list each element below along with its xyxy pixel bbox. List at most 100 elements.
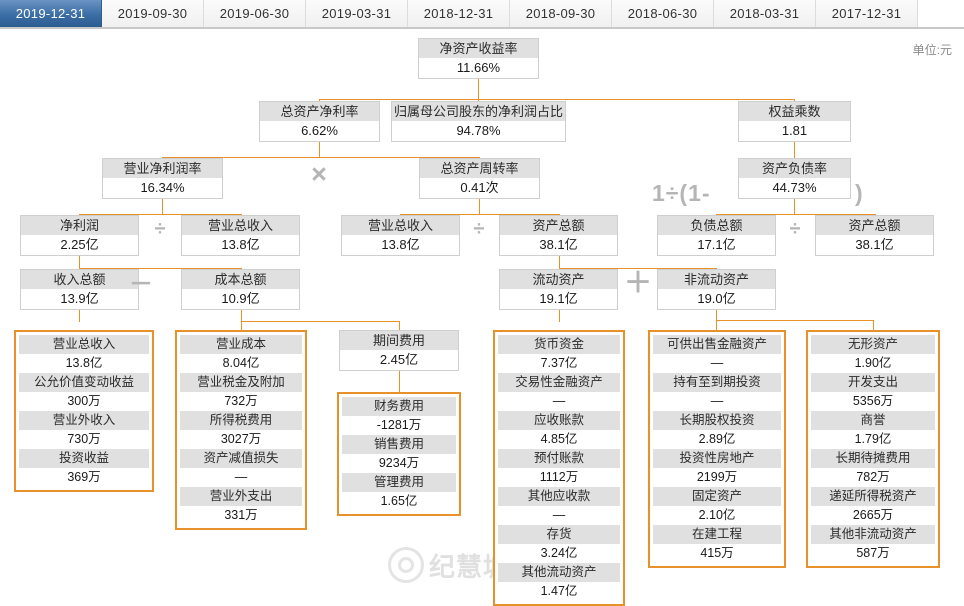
tab-2017-12-31[interactable]: 2017-12-31	[816, 0, 918, 27]
leaf-value: 8.04亿	[180, 354, 302, 373]
node-total-liabilities[interactable]: 负债总额 17.1亿	[657, 215, 776, 256]
node-debt-ratio[interactable]: 资产负债率 44.73%	[738, 158, 851, 199]
node-total-assets-debt[interactable]: 资产总额 38.1亿	[815, 215, 934, 256]
node-current-assets[interactable]: 流动资产 19.1亿	[499, 269, 618, 310]
node-label: 营业净利润率	[103, 159, 222, 178]
connector	[716, 320, 717, 330]
connector	[559, 310, 560, 322]
operator-minus: －	[129, 271, 153, 298]
tab-2018-03-31[interactable]: 2018-03-31	[714, 0, 816, 27]
node-asset-turnover[interactable]: 总资产周转率 0.41次	[419, 158, 540, 199]
tab-2018-09-30[interactable]: 2018-09-30	[510, 0, 612, 27]
leaf-value: 2.10亿	[653, 506, 781, 525]
tab-2018-12-31[interactable]: 2018-12-31	[408, 0, 510, 27]
leaf-value: 2665万	[811, 506, 935, 525]
connector	[716, 320, 873, 321]
leaf-label: 存货	[498, 525, 620, 544]
leaf-label: 长期股权投资	[653, 411, 781, 430]
node-label: 流动资产	[500, 270, 617, 289]
unit-label: 单位:元	[912, 43, 952, 57]
leaf-row[interactable]: 其他应收款—	[498, 487, 620, 525]
node-label: 成本总额	[182, 270, 299, 289]
leaf-label: 其他应收款	[498, 487, 620, 506]
node-net-profit-margin[interactable]: 营业净利润率 16.34%	[102, 158, 223, 199]
tab-2019-12-31[interactable]: 2019-12-31	[0, 0, 102, 27]
node-roe[interactable]: 净资产收益率 11.66%	[418, 38, 539, 79]
leaf-row[interactable]: 资产减值损失—	[180, 449, 302, 487]
tab-label: 2019-12-31	[15, 6, 86, 21]
tab-label: 2018-12-31	[423, 6, 494, 21]
tab-label: 2018-06-30	[627, 6, 698, 21]
node-label: 权益乘数	[739, 102, 850, 121]
leaf-value: 587万	[811, 544, 935, 563]
node-noncurrent-assets[interactable]: 非流动资产 19.0亿	[657, 269, 776, 310]
leaf-value: 1112万	[498, 468, 620, 487]
tab-2019-09-30[interactable]: 2019-09-30	[102, 0, 204, 27]
node-income-total[interactable]: 收入总额 13.9亿	[20, 269, 139, 310]
node-roa[interactable]: 总资产净利率 6.62%	[259, 101, 380, 142]
weibo-logo-icon	[388, 547, 424, 583]
connector	[319, 141, 320, 157]
tab-2019-06-30[interactable]: 2019-06-30	[204, 0, 306, 27]
node-parent-profit-ratio[interactable]: 归属母公司股东的净利润占比 94.78%	[391, 101, 566, 142]
leaf-row[interactable]: 交易性金融资产—	[498, 373, 620, 411]
leaf-label: 所得税费用	[180, 411, 302, 430]
leaf-value: 5356万	[811, 392, 935, 411]
leaf-row[interactable]: 持有至到期投资—	[653, 373, 781, 411]
tab-bar-filler	[918, 0, 964, 27]
node-total-assets-turnover[interactable]: 资产总额 38.1亿	[499, 215, 618, 256]
tab-2019-03-31[interactable]: 2019-03-31	[306, 0, 408, 27]
node-net-profit[interactable]: 净利润 2.25亿	[20, 215, 139, 256]
tab-2018-06-30[interactable]: 2018-06-30	[612, 0, 714, 27]
node-value: 10.9亿	[182, 289, 299, 309]
equity-multiplier-formula-close: )	[855, 180, 864, 206]
node-label: 收入总额	[21, 270, 138, 289]
node-equity-multiplier[interactable]: 权益乘数 1.81	[738, 101, 851, 142]
leaf-value: —	[498, 392, 620, 411]
connector	[794, 141, 795, 168]
leaf-value: 331万	[180, 506, 302, 525]
connector	[241, 321, 242, 330]
node-total-revenue-margin[interactable]: 营业总收入 13.8亿	[181, 215, 300, 256]
node-value: 19.0亿	[658, 289, 775, 309]
node-total-revenue-turnover[interactable]: 营业总收入 13.8亿	[341, 215, 460, 256]
node-period-expense[interactable]: 期间费用 2.45亿	[339, 330, 459, 371]
node-cost-total[interactable]: 成本总额 10.9亿	[181, 269, 300, 310]
leaf-value: 7.37亿	[498, 354, 620, 373]
operator-divide: ÷	[789, 218, 801, 240]
leaf-row[interactable]: 财务费用-1281万	[342, 397, 456, 435]
node-value: 11.66%	[419, 58, 538, 78]
leaf-row[interactable]: 可供出售金融资产—	[653, 335, 781, 373]
node-label: 营业总收入	[342, 216, 459, 235]
dupont-analysis-diagram: 单位:元 × ÷ ÷	[0, 29, 964, 606]
node-label: 总资产净利率	[260, 102, 379, 121]
